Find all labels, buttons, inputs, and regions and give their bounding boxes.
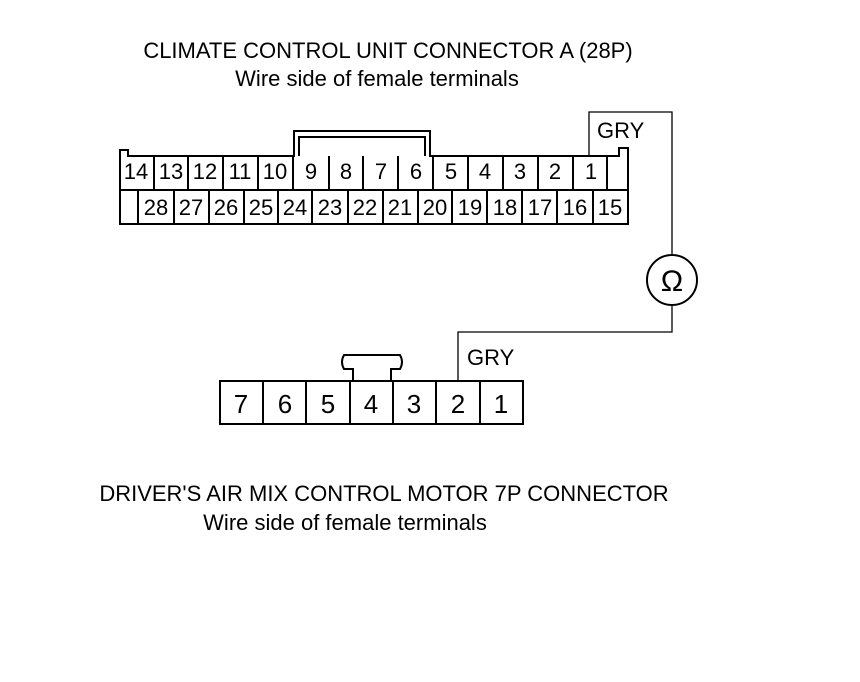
wire-label-b: GRY (467, 345, 515, 370)
connector-a-lock (298, 136, 426, 156)
pin-a-9: 9 (305, 159, 317, 184)
pin-a-12: 12 (193, 159, 217, 184)
connector-a (119, 130, 629, 225)
pin-b-5: 5 (321, 389, 335, 419)
pin-a-13: 13 (159, 159, 183, 184)
connector-b-dividers (262, 381, 481, 424)
pin-a-10: 10 (263, 159, 287, 184)
pin-a-24: 24 (283, 195, 307, 220)
connector-b-title: DRIVER'S AIR MIX CONTROL MOTOR 7P CONNEC… (99, 481, 668, 506)
connector-a-outline (119, 130, 629, 225)
pin-a-1: 1 (585, 159, 597, 184)
pin-a-17: 17 (528, 195, 552, 220)
pin-a-25: 25 (249, 195, 273, 220)
pin-a-15: 15 (598, 195, 622, 220)
pin-a-11: 11 (229, 159, 252, 184)
pin-a-18: 18 (493, 195, 517, 220)
pin-a-2: 2 (549, 159, 561, 184)
wire-label-a: GRY (597, 118, 645, 143)
ohm-icon: Ω (661, 265, 683, 298)
pin-a-5: 5 (445, 159, 457, 184)
pin-b-1: 1 (494, 389, 508, 419)
connector-a-subtitle: Wire side of female terminals (235, 66, 519, 91)
ohmmeter-circle (646, 254, 698, 306)
connector-b-lock (341, 354, 403, 381)
pin-a-6: 6 (410, 159, 422, 184)
connector-a-bottom-dividers (137, 190, 594, 224)
connector-b-outline (219, 380, 524, 425)
pin-a-23: 23 (318, 195, 342, 220)
pin-b-3: 3 (407, 389, 421, 419)
connector-b (219, 354, 524, 425)
connector-a-title: CLIMATE CONTROL UNIT CONNECTOR A (28P) (143, 38, 632, 63)
pin-a-3: 3 (514, 159, 526, 184)
test-lead-wire (457, 111, 673, 382)
pin-a-26: 26 (214, 195, 238, 220)
pin-a-8: 8 (340, 159, 352, 184)
connector-a-top-dividers (153, 156, 608, 190)
pin-a-22: 22 (353, 195, 377, 220)
connector-b-subtitle: Wire side of female terminals (203, 510, 487, 535)
pin-b-7: 7 (234, 389, 248, 419)
pin-a-21: 21 (388, 195, 412, 220)
pin-a-7: 7 (375, 159, 387, 184)
pin-a-19: 19 (458, 195, 482, 220)
pin-a-20: 20 (423, 195, 447, 220)
pin-b-2: 2 (451, 389, 465, 419)
pin-a-16: 16 (563, 195, 587, 220)
pin-a-28: 28 (144, 195, 168, 220)
pin-b-6: 6 (278, 389, 292, 419)
ohmmeter: Ω (646, 254, 698, 306)
pin-a-27: 27 (179, 195, 203, 220)
pin-a-14: 14 (124, 159, 148, 184)
pin-b-4: 4 (364, 389, 378, 419)
pin-a-4: 4 (479, 159, 491, 184)
